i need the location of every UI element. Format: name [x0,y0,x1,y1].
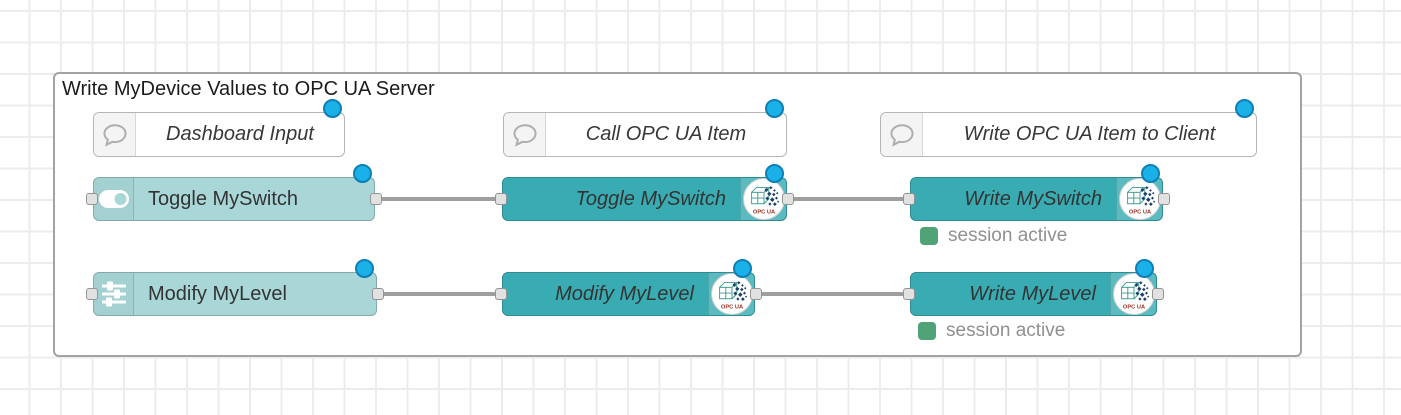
input-port[interactable] [86,288,98,300]
node-modify-mylevel-dashboard[interactable]: Modify MyLevel [93,272,377,316]
output-port[interactable] [1152,288,1164,300]
opcua-icon: OPC UA [1112,273,1155,315]
wire[interactable] [787,197,911,201]
changed-indicator [733,259,752,278]
wire[interactable] [375,197,503,201]
wire[interactable] [755,292,911,296]
node-write-mylevel-opcua[interactable]: Write MyLevel [910,272,1157,316]
output-port[interactable] [1158,193,1170,205]
changed-indicator [765,99,784,118]
input-port[interactable] [903,288,915,300]
input-port[interactable] [86,193,98,205]
opcua-icon: OPC UA [710,273,753,315]
changed-indicator [1141,164,1160,183]
wire[interactable] [377,292,503,296]
status-dot-icon [918,322,936,340]
comment-node-call-opcua-item[interactable]: Call OPC UA Item [503,112,787,157]
node-label: Modify MyLevel [148,282,287,305]
svg-text:OPC UA: OPC UA [752,209,774,215]
output-port[interactable] [372,288,384,300]
comment-label: Dashboard Input [166,123,314,145]
svg-text:OPC UA: OPC UA [1128,209,1150,215]
opcua-icon: OPC UA [1118,178,1161,220]
toggle-icon [94,178,134,220]
comment-label: Call OPC UA Item [585,123,747,145]
changed-indicator [1235,99,1254,118]
node-status: session active [918,320,1065,342]
node-label: Toggle MySwitch [575,187,726,210]
output-port[interactable] [782,193,794,205]
node-status: session active [920,225,1067,247]
node-toggle-myswitch-opcua[interactable]: Toggle MySwitch [502,177,787,221]
comment-node-write-opcua-item-to-client[interactable]: Write OPC UA Item to Client [880,112,1257,157]
opcua-icon: OPC UA [742,178,785,220]
node-label: Write MySwitch [964,187,1102,210]
changed-indicator [323,99,342,118]
changed-indicator [1135,259,1154,278]
node-label: Toggle MySwitch [148,187,299,210]
status-text: session active [948,225,1068,246]
svg-text:OPC UA: OPC UA [720,304,742,310]
group-label: Write MyDevice Values to OPC UA Server [62,78,435,100]
changed-indicator [765,164,784,183]
comment-icon [94,113,136,156]
status-text: session active [946,320,1066,341]
node-label: Write MyLevel [969,282,1096,305]
input-port[interactable] [903,193,915,205]
changed-indicator [355,259,374,278]
status-dot-icon [920,227,938,245]
comment-icon [881,113,923,156]
output-port[interactable] [370,193,382,205]
comment-node-dashboard-input[interactable]: Dashboard Input [93,112,345,157]
comment-icon [504,113,546,156]
comment-label: Write OPC UA Item to Client [963,123,1216,145]
changed-indicator [353,164,372,183]
output-port[interactable] [750,288,762,300]
input-port[interactable] [495,193,507,205]
svg-text:OPC UA: OPC UA [1122,304,1144,310]
input-port[interactable] [495,288,507,300]
node-write-myswitch-opcua[interactable]: Write MySwitch [910,177,1163,221]
node-modify-mylevel-opcua[interactable]: Modify MyLevel [502,272,755,316]
sliders-icon [94,273,134,315]
node-toggle-myswitch-dashboard[interactable]: Toggle MySwitch [93,177,375,221]
node-label: Modify MyLevel [555,282,694,305]
